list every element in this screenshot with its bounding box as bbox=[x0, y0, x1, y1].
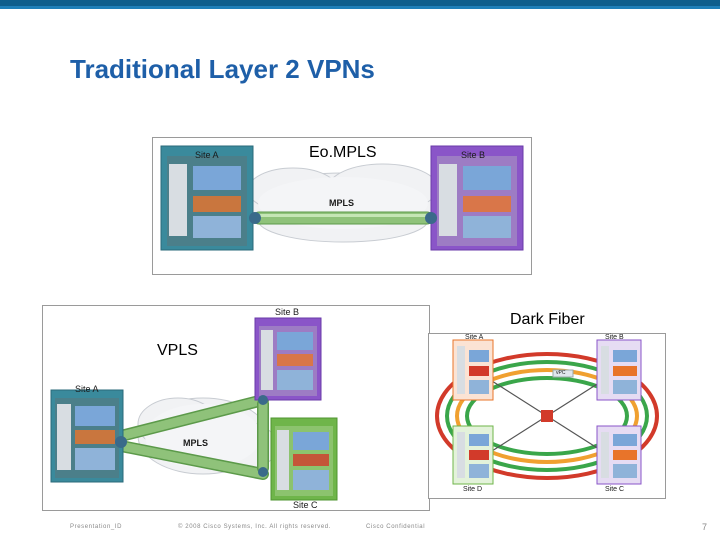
dark-fiber-site-c-label: Site C bbox=[605, 486, 625, 493]
vpls-cloud-label: MPLS bbox=[183, 438, 209, 448]
eompls-graphic bbox=[160, 145, 524, 251]
vpls-label: VPLS bbox=[157, 342, 198, 359]
router-icon bbox=[258, 467, 268, 477]
footer-presentation-id: Presentation_ID bbox=[70, 524, 123, 530]
fiber-rings bbox=[435, 352, 659, 480]
router-icon bbox=[425, 212, 437, 224]
vpls-graphic bbox=[50, 317, 338, 501]
router-icon bbox=[115, 436, 127, 448]
eompls-cloud-label: MPLS bbox=[329, 198, 355, 208]
router-icon bbox=[258, 395, 268, 405]
site-a-box bbox=[50, 389, 124, 483]
site-c-box bbox=[596, 425, 642, 485]
pseudowire-pipe bbox=[252, 211, 434, 225]
dark-fiber-site-a-label: Site A bbox=[465, 334, 484, 341]
top-accent-line bbox=[0, 6, 720, 9]
vpls-diagram: Site A Site B Site C MPLS VPLS bbox=[42, 305, 430, 511]
core-switch-icon bbox=[541, 410, 553, 422]
site-b-box bbox=[596, 339, 642, 401]
dark-fiber-site-b-label: Site B bbox=[605, 334, 624, 341]
site-b-box bbox=[430, 145, 524, 251]
dark-fiber-vpc-label: vPC bbox=[556, 370, 566, 376]
slide-title: Traditional Layer 2 VPNs bbox=[70, 54, 375, 84]
footer-copyright: © 2008 Cisco Systems, Inc. All rights re… bbox=[178, 524, 332, 530]
eompls-label: Eo.MPLS bbox=[309, 144, 377, 161]
vpc-tag bbox=[552, 369, 574, 378]
site-a-box bbox=[452, 339, 494, 401]
eompls-diagram: Site A Site B MPLS Eo.MPLS bbox=[152, 137, 532, 275]
eompls-site-a-label: Site A bbox=[195, 150, 219, 160]
vpls-site-a-label: Site A bbox=[75, 384, 99, 394]
top-accent-bar bbox=[0, 0, 720, 6]
dark-fiber-site-d-label: Site D bbox=[463, 486, 483, 493]
vpls-site-b-label: Site B bbox=[275, 307, 300, 317]
dark-fiber-diagram: Site A Site B Site D Site C vPC bbox=[428, 333, 666, 499]
site-d-box bbox=[452, 425, 494, 485]
router-icon bbox=[249, 212, 261, 224]
footer-confidential: Cisco Confidential bbox=[366, 524, 426, 530]
dark-fiber-label: Dark Fiber bbox=[510, 311, 585, 328]
vpls-pipes bbox=[115, 394, 269, 480]
site-b-box bbox=[254, 317, 322, 401]
dark-fiber-graphic bbox=[435, 339, 659, 485]
page-number: 7 bbox=[702, 522, 708, 532]
site-c-box bbox=[270, 417, 338, 501]
site-a-box bbox=[160, 145, 254, 251]
eompls-site-b-label: Site B bbox=[461, 150, 486, 160]
vpls-site-c-label: Site C bbox=[293, 500, 318, 510]
